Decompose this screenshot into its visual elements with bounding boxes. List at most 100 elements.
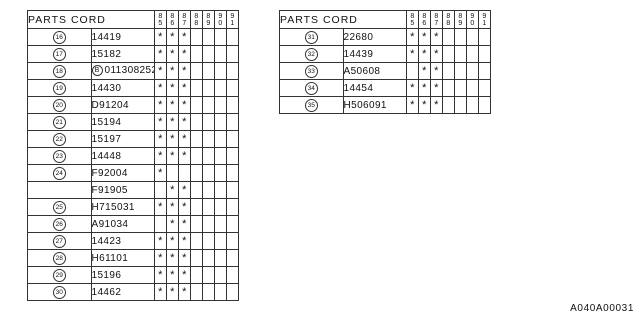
- applicability-mark: *: [418, 62, 431, 80]
- applicability-mark: *: [418, 45, 431, 63]
- applicability-mark: *: [418, 28, 431, 46]
- applicability-mark: *: [154, 232, 167, 250]
- applicability-mark: [214, 266, 227, 284]
- applicability-mark: *: [154, 45, 167, 63]
- applicability-mark: [226, 266, 239, 284]
- part-number: H715031: [91, 201, 135, 213]
- applicability-mark: [226, 164, 239, 182]
- applicability-mark: [442, 28, 455, 46]
- applicability-mark: *: [178, 181, 191, 199]
- applicability-mark: [454, 62, 467, 80]
- applicability-mark: [226, 198, 239, 216]
- applicability-mark: *: [178, 130, 191, 148]
- applicability-mark: *: [430, 45, 443, 63]
- part-number: 15197: [91, 133, 122, 145]
- part-number-cell: 14439: [342, 45, 407, 63]
- ref-cell: 35: [279, 96, 344, 114]
- applicability-mark: [442, 62, 455, 80]
- applicability-mark: *: [178, 249, 191, 267]
- part-number-cell: F91905: [90, 181, 155, 199]
- ref-number-circle: 32: [304, 47, 318, 61]
- applicability-mark: *: [178, 96, 191, 114]
- part-number-cell: B011308252(2): [90, 62, 155, 80]
- applicability-mark: *: [166, 45, 179, 63]
- part-number: 14439: [343, 48, 374, 60]
- applicability-mark: [214, 79, 227, 97]
- applicability-mark: [190, 215, 203, 233]
- part-number: F91905: [91, 184, 128, 196]
- applicability-mark: [214, 232, 227, 250]
- applicability-mark: *: [166, 96, 179, 114]
- applicability-mark: [226, 45, 239, 63]
- ref-number-circle: 31: [304, 30, 318, 44]
- applicability-mark: [478, 62, 491, 80]
- ref-number-circle: 16: [52, 30, 66, 44]
- applicability-mark: [202, 164, 215, 182]
- part-number: H61101: [91, 252, 129, 264]
- part-number-cell: 15182: [90, 45, 155, 63]
- applicability-mark: [214, 181, 227, 199]
- part-number: 14430: [91, 82, 122, 94]
- applicability-mark: [190, 45, 203, 63]
- ref-number-circle: 21: [52, 115, 66, 129]
- ref-cell: 25: [27, 198, 92, 216]
- applicability-mark: [226, 249, 239, 267]
- applicability-mark: [214, 249, 227, 267]
- part-number-cell: H506091: [342, 96, 407, 114]
- ref-cell: 31: [279, 28, 344, 46]
- applicability-mark: [226, 96, 239, 114]
- applicability-mark: [202, 181, 215, 199]
- part-number: 15194: [91, 116, 122, 128]
- applicability-mark: *: [178, 283, 191, 301]
- ref-number-circle: 28: [52, 251, 66, 265]
- ref-cell: 34: [279, 79, 344, 97]
- ref-cell: 21: [27, 113, 92, 131]
- applicability-mark: *: [154, 96, 167, 114]
- ref-number-circle: 18: [52, 64, 66, 78]
- applicability-mark: [226, 62, 239, 80]
- applicability-mark: [478, 96, 491, 114]
- parts-cord-header: PARTS CORD: [279, 10, 407, 29]
- parts-cord-header: PARTS CORD: [27, 10, 155, 29]
- applicability-mark: [214, 28, 227, 46]
- applicability-mark: *: [166, 147, 179, 165]
- applicability-mark: *: [154, 266, 167, 284]
- applicability-mark: [190, 62, 203, 80]
- applicability-mark: [190, 28, 203, 46]
- applicability-mark: *: [178, 232, 191, 250]
- ref-cell: 28: [27, 249, 92, 267]
- table-row: F91905**: [27, 181, 239, 199]
- ref-number-circle: 23: [52, 149, 66, 163]
- applicability-mark: [226, 283, 239, 301]
- part-number-cell: H61101: [90, 249, 155, 267]
- part-number-cell: 15196: [90, 266, 155, 284]
- ref-number-circle: 20: [52, 98, 66, 112]
- part-number-cell: A50608: [342, 62, 407, 80]
- applicability-mark: *: [178, 266, 191, 284]
- applicability-mark: [202, 62, 215, 80]
- applicability-mark: [166, 164, 179, 182]
- applicability-mark: [190, 113, 203, 131]
- ref-number-circle: 34: [304, 81, 318, 95]
- applicability-mark: [442, 45, 455, 63]
- applicability-mark: *: [430, 62, 443, 80]
- applicability-mark: [454, 79, 467, 97]
- applicability-mark: *: [430, 28, 443, 46]
- ref-cell: 30: [27, 283, 92, 301]
- applicability-mark: *: [178, 62, 191, 80]
- applicability-mark: *: [154, 62, 167, 80]
